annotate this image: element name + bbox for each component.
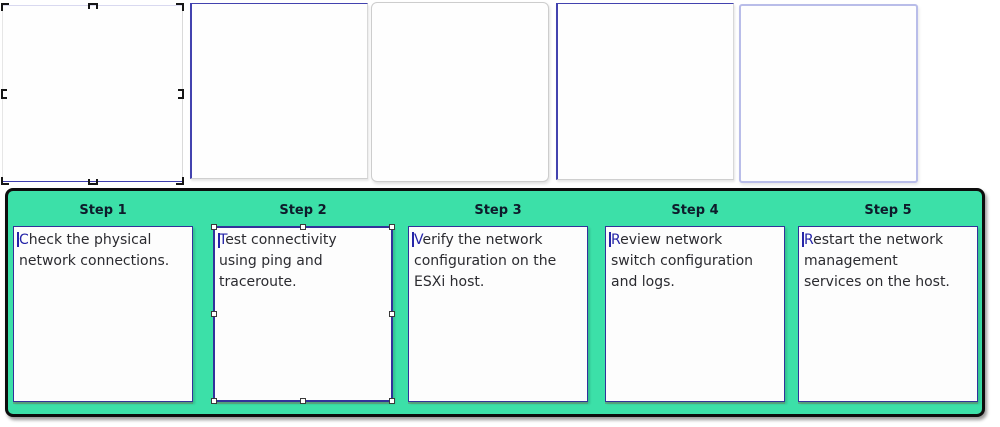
text-caret [412, 232, 414, 247]
step-4-label: Step 4 [671, 203, 719, 218]
resize-handle-top-left[interactable] [1, 3, 9, 11]
step-2-group: Step 2 Test connectivity using ping and … [211, 203, 395, 404]
text-caret [218, 233, 220, 248]
step-5-text: Restart the network management services … [804, 232, 950, 290]
steps-source-panel: Step 1 Check the physical network connec… [5, 188, 985, 417]
resize-handle-bottom-right[interactable] [389, 398, 395, 404]
resize-handle-bottom-middle[interactable] [300, 398, 306, 404]
step-3-label: Step 3 [474, 203, 522, 218]
resize-handle-top-middle[interactable] [87, 3, 98, 9]
resize-handle-middle-left[interactable] [211, 311, 217, 317]
step-1-card[interactable]: Check the physical network connections. [13, 226, 193, 402]
step-5-group: Step 5 Restart the network management se… [798, 203, 978, 402]
step-2-text: Test connectivity using ping and tracero… [219, 232, 337, 290]
answer-slot-3[interactable] [371, 2, 549, 182]
resize-handle-top-left[interactable] [211, 224, 217, 230]
step-3-text: Verify the network configuration on the … [414, 232, 557, 290]
step-3-card[interactable]: Verify the network configuration on the … [408, 226, 588, 402]
text-caret [609, 232, 611, 247]
step-4-text: Review network switch configuration and … [611, 232, 754, 290]
answer-slot-1[interactable] [1, 3, 184, 185]
answer-slot-4[interactable] [556, 3, 734, 180]
step-5-card[interactable]: Restart the network management services … [798, 226, 978, 402]
resize-handle-top-middle[interactable] [300, 224, 306, 230]
step-1-group: Step 1 Check the physical network connec… [13, 203, 193, 402]
step-5-label: Step 5 [864, 203, 912, 218]
resize-handle-top-right[interactable] [176, 3, 184, 11]
step-2-card[interactable]: Test connectivity using ping and tracero… [211, 224, 395, 404]
text-caret [17, 232, 19, 247]
text-caret [802, 232, 804, 247]
resize-handle-bottom-left[interactable] [211, 398, 217, 404]
resize-handle-middle-left[interactable] [1, 88, 7, 99]
resize-handle-top-right[interactable] [389, 224, 395, 230]
answer-slot-2[interactable] [190, 3, 368, 179]
answer-slot-5[interactable] [739, 4, 918, 183]
resize-handle-middle-right[interactable] [178, 88, 184, 99]
step-2-label: Step 2 [279, 203, 327, 218]
resize-handle-bottom-middle[interactable] [87, 179, 98, 185]
step-3-group: Step 3 Verify the network configuration … [408, 203, 588, 402]
step-1-text: Check the physical network connections. [19, 232, 170, 269]
step-4-card[interactable]: Review network switch configuration and … [605, 226, 785, 402]
resize-handle-bottom-left[interactable] [1, 177, 9, 185]
resize-handle-bottom-right[interactable] [176, 177, 184, 185]
resize-handle-middle-right[interactable] [389, 311, 395, 317]
step-1-label: Step 1 [79, 203, 127, 218]
step-4-group: Step 4 Review network switch configurati… [605, 203, 785, 402]
